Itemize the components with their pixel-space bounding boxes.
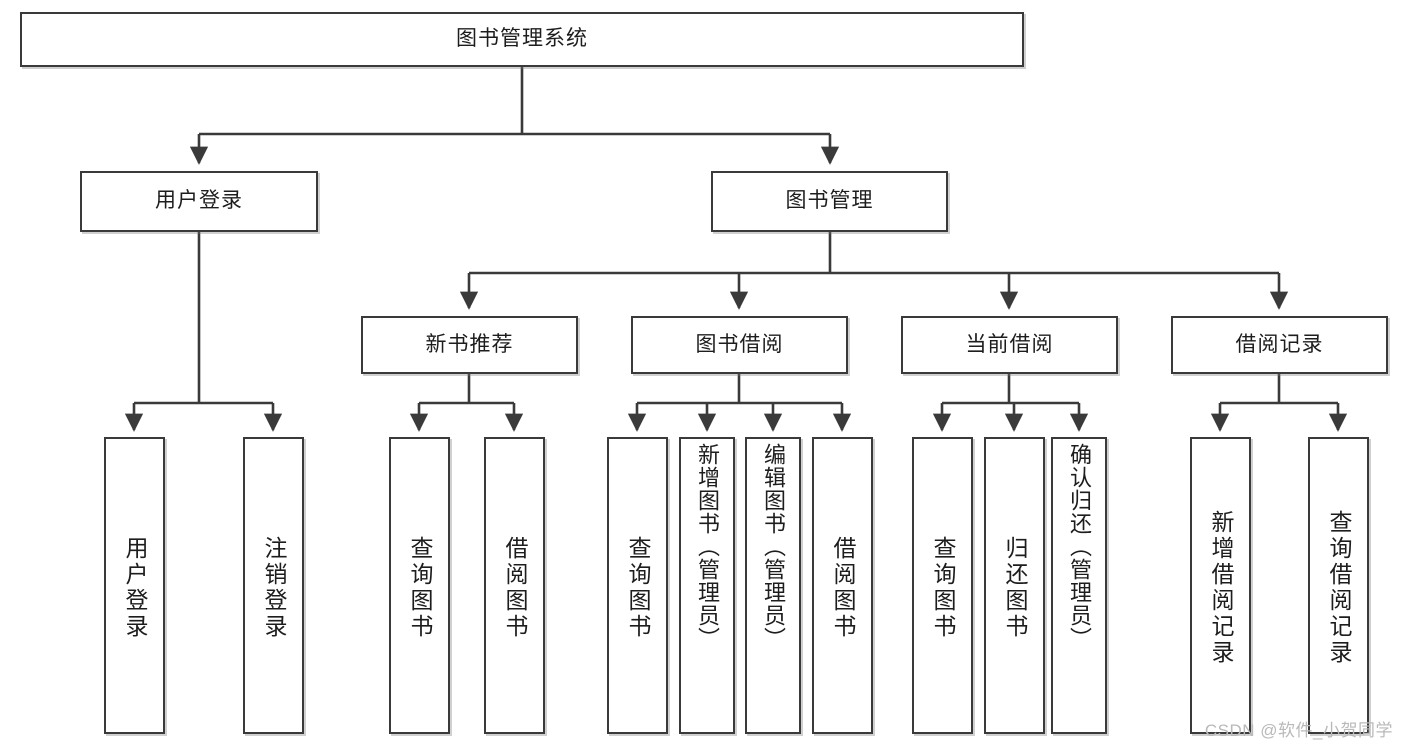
node-leaf-query-book-1[interactable]: 查询图书 <box>389 437 450 734</box>
node-leaf-confirm-return-label: 确认归还（管理员） <box>1067 443 1092 650</box>
node-leaf-borrow-book-1[interactable]: 借阅图书 <box>484 437 545 734</box>
node-leaf-user-logout-label: 注销登录 <box>261 535 287 640</box>
node-new-book-recommend[interactable]: 新书推荐 <box>361 316 578 374</box>
node-current-borrow-label: 当前借阅 <box>965 332 1054 356</box>
node-book-borrow-label: 图书借阅 <box>695 332 784 356</box>
node-leaf-add-record-label: 新增借阅记录 <box>1208 509 1234 666</box>
node-leaf-return-book[interactable]: 归还图书 <box>984 437 1045 734</box>
node-leaf-query-record[interactable]: 查询借阅记录 <box>1308 437 1369 734</box>
node-leaf-query-record-label: 查询借阅记录 <box>1326 509 1352 666</box>
node-leaf-query-book-2-label: 查询图书 <box>625 535 651 640</box>
node-borrow-record-label: 借阅记录 <box>1235 332 1324 356</box>
node-leaf-borrow-book-1-label: 借阅图书 <box>502 535 528 640</box>
node-book-manage[interactable]: 图书管理 <box>711 171 948 232</box>
node-leaf-add-book[interactable]: 新增图书（管理员） <box>679 437 735 734</box>
node-root-label: 图书管理系统 <box>456 27 588 51</box>
node-leaf-user-login-label: 用户登录 <box>122 535 148 640</box>
node-leaf-add-book-label: 新增图书（管理员） <box>695 443 720 650</box>
node-leaf-query-book-3[interactable]: 查询图书 <box>912 437 973 734</box>
node-leaf-query-book-1-label: 查询图书 <box>407 535 433 640</box>
node-leaf-edit-book[interactable]: 编辑图书（管理员） <box>745 437 801 734</box>
node-leaf-edit-book-label: 编辑图书（管理员） <box>761 443 786 650</box>
node-leaf-borrow-book-2-label: 借阅图书 <box>830 535 856 640</box>
node-root[interactable]: 图书管理系统 <box>20 12 1024 67</box>
node-leaf-confirm-return[interactable]: 确认归还（管理员） <box>1051 437 1107 734</box>
node-leaf-user-logout[interactable]: 注销登录 <box>243 437 304 734</box>
node-borrow-record[interactable]: 借阅记录 <box>1171 316 1388 374</box>
node-user-login[interactable]: 用户登录 <box>80 171 318 232</box>
node-leaf-user-login[interactable]: 用户登录 <box>104 437 165 734</box>
node-book-manage-label: 图书管理 <box>785 189 874 213</box>
node-leaf-query-book-2[interactable]: 查询图书 <box>607 437 668 734</box>
node-leaf-return-book-label: 归还图书 <box>1002 535 1028 640</box>
node-book-borrow[interactable]: 图书借阅 <box>631 316 848 374</box>
node-new-book-recommend-label: 新书推荐 <box>425 332 514 356</box>
node-leaf-query-book-3-label: 查询图书 <box>930 535 956 640</box>
node-current-borrow[interactable]: 当前借阅 <box>901 316 1118 374</box>
node-leaf-add-record[interactable]: 新增借阅记录 <box>1190 437 1251 734</box>
node-user-login-label: 用户登录 <box>155 189 243 213</box>
node-leaf-borrow-book-2[interactable]: 借阅图书 <box>812 437 873 734</box>
